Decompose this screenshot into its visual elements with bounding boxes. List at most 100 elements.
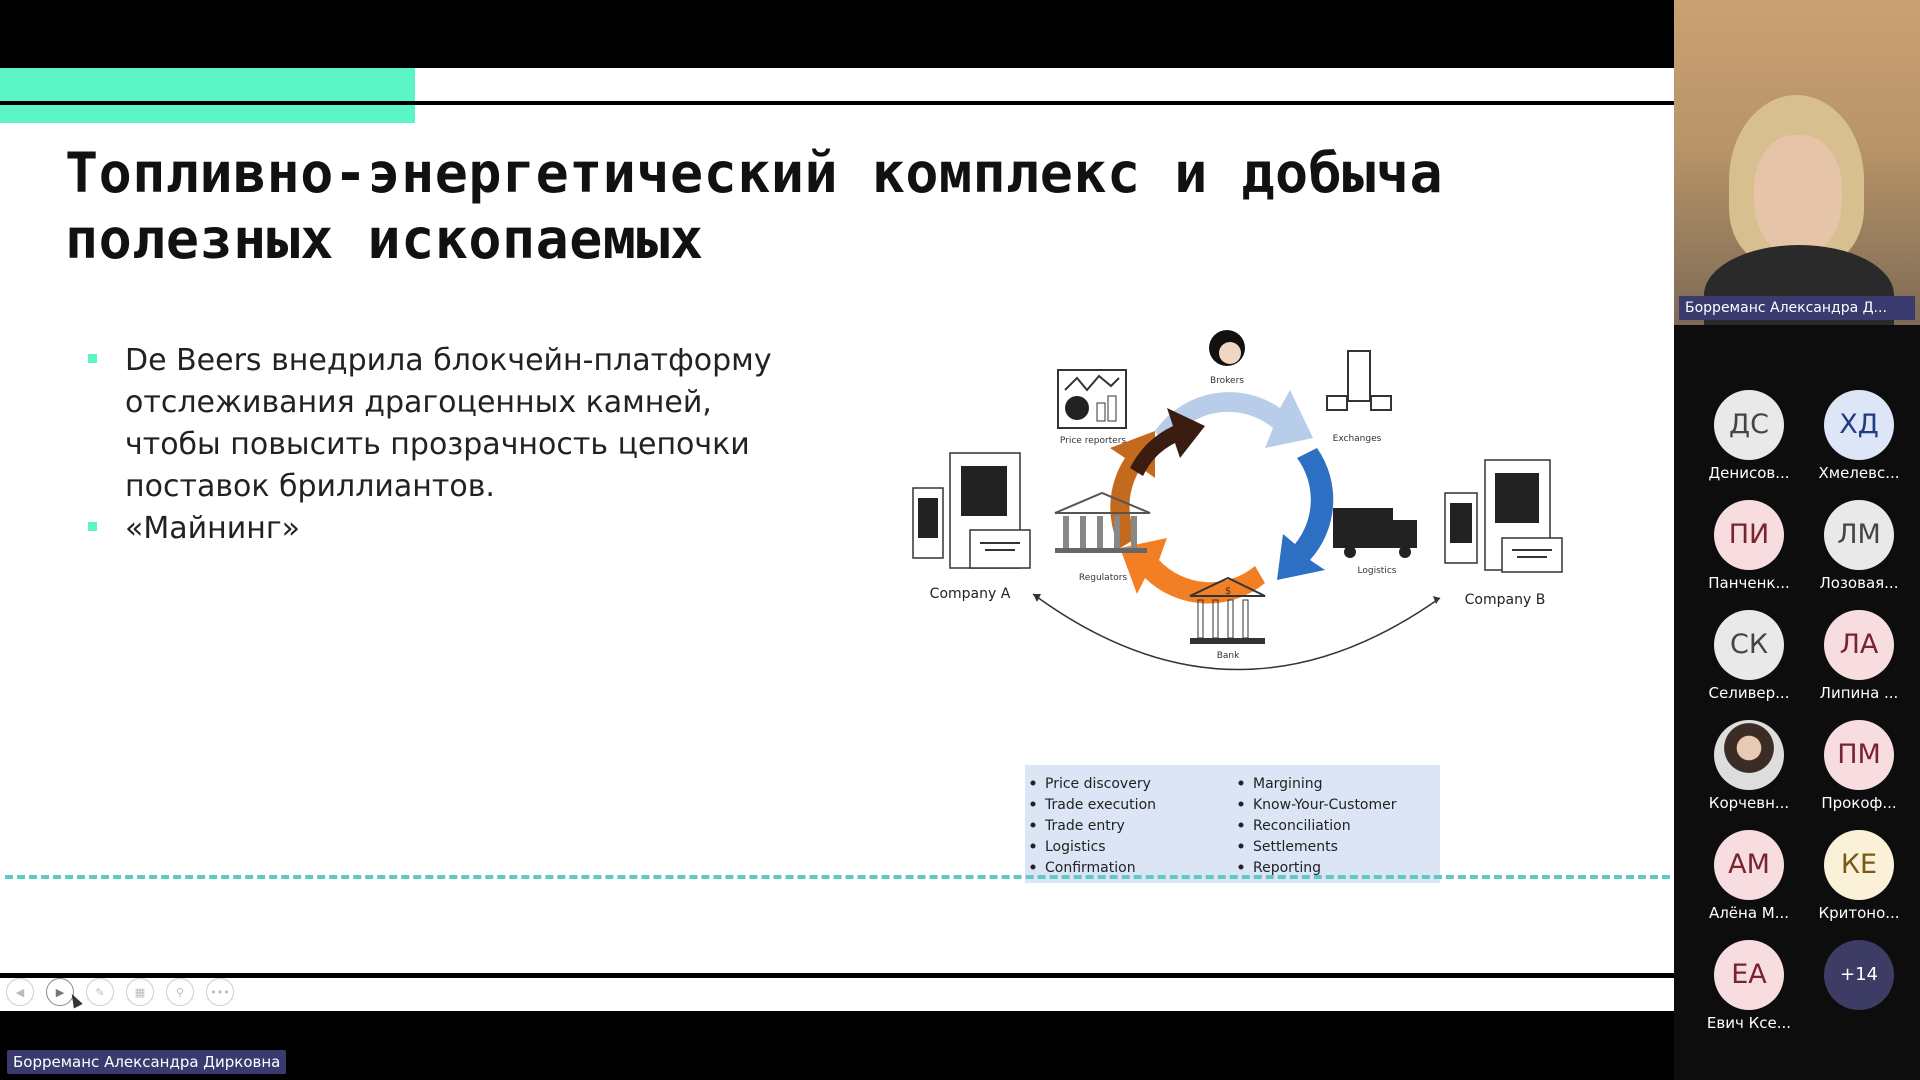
exchanges-label: Exchanges — [1333, 434, 1382, 444]
column-detail — [1131, 516, 1137, 548]
logistics-node: Logistics — [1333, 508, 1417, 576]
window-block — [961, 466, 1007, 516]
avatar: ЕА — [1714, 940, 1784, 1010]
regulators-label: Regulators — [1079, 573, 1128, 583]
monitor-icon — [1326, 395, 1348, 411]
avatar: КЕ — [1824, 830, 1894, 900]
speaker-name-label: Борреманс Александра Д... — [1679, 296, 1915, 320]
trend-line-icon — [1064, 374, 1120, 392]
dollar-icon: $ — [1225, 586, 1231, 597]
function-item: Confirmation — [1045, 860, 1136, 876]
bullet-dot — [1030, 864, 1036, 870]
bank-node: $ Bank — [1189, 576, 1266, 661]
regulators-icon — [1054, 491, 1151, 514]
speaker-video[interactable]: Борреманс Александра Д... — [1674, 0, 1920, 325]
column-detail — [1080, 516, 1086, 548]
slide-toolbar: ◀ ▶ ✎ ▦ ⚲ ••• — [6, 976, 234, 1008]
bar-icon — [1107, 395, 1117, 422]
bullet-dot — [1238, 843, 1244, 849]
company-link-arc — [1032, 593, 1441, 671]
bullet-list: De Beers внедрила блокчейн-платформу отс… — [85, 340, 805, 550]
functions-left-list: Price discovery Trade execution Trade en… — [1030, 776, 1156, 876]
logistics-label: Logistics — [1358, 566, 1397, 576]
bullet-item: De Beers внедрила блокчейн-платформу отс… — [85, 340, 805, 508]
avatar: ЛА — [1824, 610, 1894, 680]
bullet-text: «Майнинг» — [125, 511, 300, 546]
prev-icon[interactable]: ◀ — [6, 978, 34, 1006]
window-block — [1495, 473, 1539, 523]
logistics-icon — [1333, 508, 1393, 548]
cycle-arrow-orange — [1120, 538, 1265, 604]
avatar: АМ — [1714, 830, 1784, 900]
avatar: ДС — [1714, 390, 1784, 460]
column-detail — [1097, 516, 1103, 548]
avatar: ПИ — [1714, 500, 1784, 570]
function-item: Reporting — [1253, 860, 1321, 876]
base-detail — [1190, 638, 1265, 644]
accent-bar — [0, 68, 415, 123]
participant-name: Денисов... — [1708, 464, 1790, 482]
bullet-dot — [1238, 822, 1244, 828]
base-detail — [1055, 548, 1147, 553]
function-item: Logistics — [1045, 839, 1106, 855]
regulators-node: Regulators — [1054, 491, 1151, 583]
participant-tile[interactable]: ХД Хмелевс... — [1804, 390, 1914, 500]
column-detail — [1227, 599, 1234, 639]
participant-name: Алёна М... — [1708, 904, 1790, 922]
participant-name: Лозовая... — [1819, 574, 1899, 592]
function-item: Price discovery — [1045, 776, 1151, 792]
function-item: Trade entry — [1044, 818, 1125, 834]
presenter-name-tag: Борреманс Александра Дирковна — [7, 1050, 287, 1074]
bullet-marker — [88, 354, 97, 363]
function-item: Reconciliation — [1253, 818, 1351, 834]
company-b-label: Company B — [1465, 592, 1546, 608]
more-participants-button[interactable]: +14 — [1824, 940, 1894, 1010]
participant-tile[interactable]: ПМ Прокоф... — [1804, 720, 1914, 830]
column-detail — [1114, 516, 1120, 548]
participants-panel: Борреманс Александра Д... ДС Денисов... ХД… — [1674, 0, 1920, 1080]
cycle-arrow-dark — [1130, 408, 1205, 476]
more-icon[interactable]: ••• — [206, 978, 234, 1006]
monitor-icon — [1370, 395, 1392, 411]
slides-icon[interactable]: ▦ — [126, 978, 154, 1006]
participant-name: Прокоф... — [1821, 794, 1897, 812]
participant-tile[interactable]: Корчевн... — [1694, 720, 1804, 830]
pie-icon — [1065, 396, 1089, 420]
functions-right-list: Margining Know-Your-Customer Reconciliat… — [1238, 776, 1397, 876]
cycle-arrow-light-blue — [1155, 390, 1313, 448]
presentation-stage: Топливно-энергетический комплекс и добыч… — [0, 68, 1674, 1074]
play-icon[interactable]: ▶ — [46, 978, 74, 1006]
bullet-dot — [1238, 864, 1244, 870]
function-item: Settlements — [1253, 839, 1338, 855]
avatar: ПМ — [1824, 720, 1894, 790]
price-reporters-label: Price reporters — [1060, 436, 1127, 446]
bullet-dot — [1030, 843, 1036, 849]
pen-icon[interactable]: ✎ — [86, 978, 114, 1006]
document-icon — [1501, 537, 1563, 573]
avatar — [1714, 720, 1784, 790]
trade-lifecycle-diagram: Brokers Exchanges Price reporters — [912, 330, 1563, 883]
participant-tile[interactable]: ДС Денисов... — [1694, 390, 1804, 500]
participant-tile[interactable]: АМ Алёна М... — [1694, 830, 1804, 940]
participant-name: Хмелевс... — [1818, 464, 1900, 482]
avatar: ХД — [1824, 390, 1894, 460]
participant-tile[interactable]: СК Селивер... — [1694, 610, 1804, 720]
exchanges-node: Exchanges — [1326, 350, 1392, 444]
participant-tile[interactable]: +14 — [1804, 940, 1914, 1050]
face-detail — [1219, 342, 1241, 364]
participant-name: Селивер... — [1708, 684, 1790, 702]
zoom-icon[interactable]: ⚲ — [166, 978, 194, 1006]
bullet-dot — [1030, 780, 1036, 786]
bank-icon — [1189, 576, 1266, 597]
bank-label: Bank — [1217, 651, 1240, 661]
column-detail — [1197, 599, 1204, 639]
bullet-dot — [1030, 801, 1036, 807]
window-block — [918, 498, 938, 538]
avatar: СК — [1714, 610, 1784, 680]
window-block — [1450, 503, 1472, 543]
